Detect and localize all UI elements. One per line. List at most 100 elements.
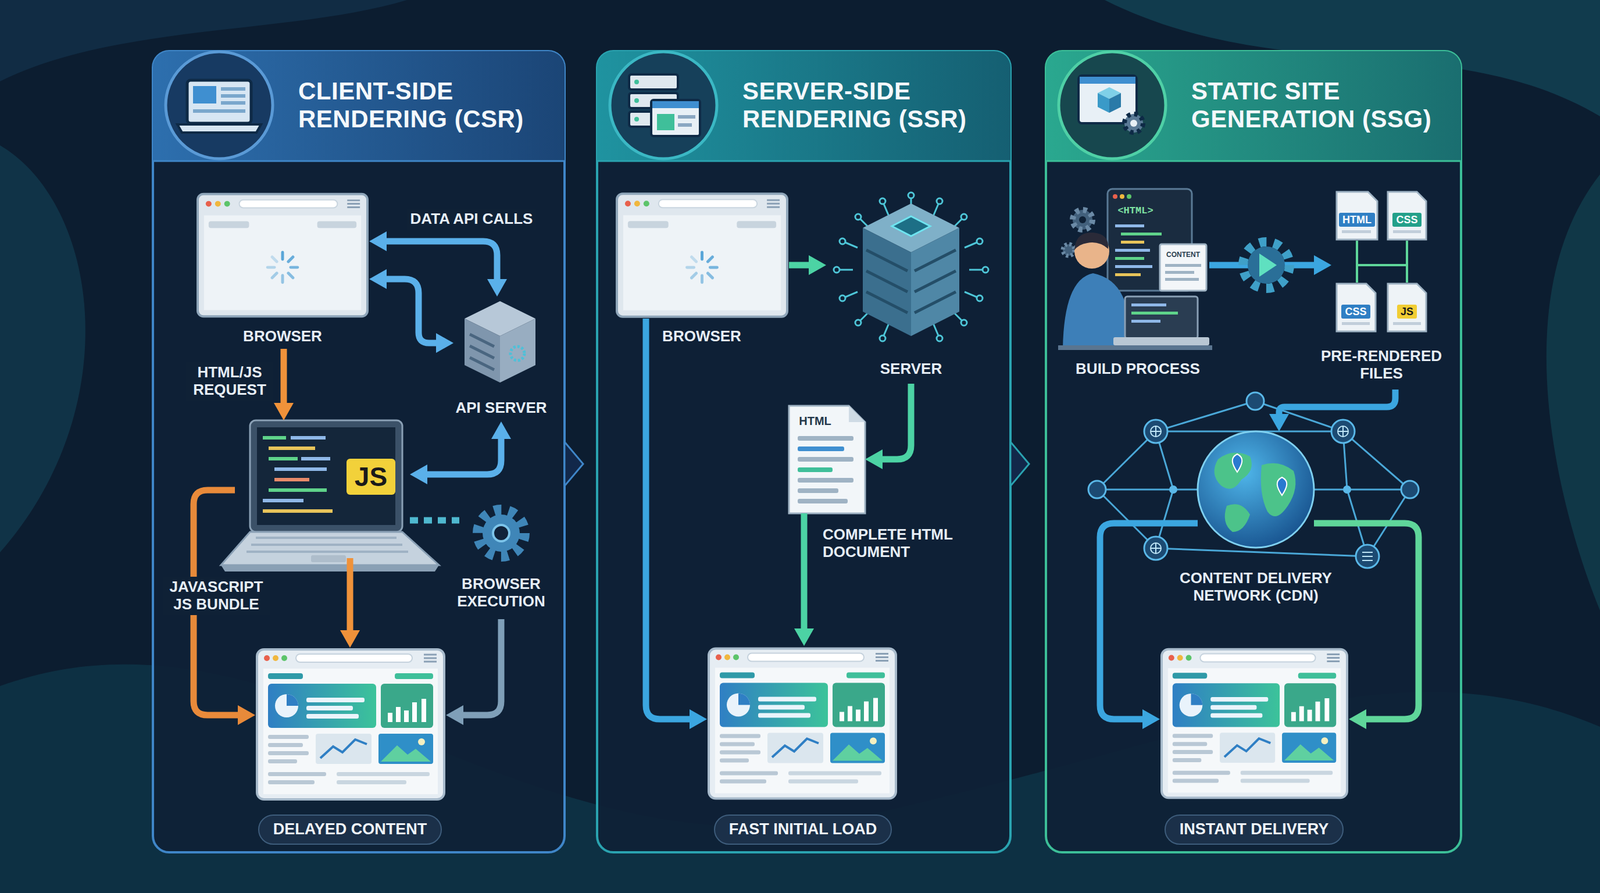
- csr-panel-frame: [152, 160, 565, 163]
- build-process-illustration: [1058, 188, 1213, 350]
- cdn-network: [1144, 536, 1168, 560]
- laptop-illustration: [220, 565, 439, 572]
- build-pipeline-gear: [1243, 241, 1290, 289]
- build-process-illustration: [1113, 337, 1210, 346]
- arrow-head: [409, 464, 428, 485]
- cdn-network: [1150, 426, 1162, 437]
- diagram-node: API SERVER: [453, 296, 550, 422]
- cdn-network: [1150, 426, 1162, 437]
- laptop-illustration: [220, 531, 439, 566]
- connector: [865, 383, 912, 470]
- cdn-network: [1337, 426, 1349, 437]
- result-pill: INSTANT DELIVERY: [1164, 814, 1345, 845]
- ssr-panel-frame: [651, 100, 700, 137]
- code-tag: <HTML>: [1117, 205, 1153, 216]
- cdn-network: [1197, 431, 1314, 548]
- build-process-illustration: [1115, 265, 1153, 269]
- html-document-icon: [788, 405, 866, 514]
- connector-line: [409, 517, 460, 524]
- panel-title: SERVER-SIDE RENDERING (SSR): [742, 77, 1005, 134]
- file-icons: [1336, 191, 1378, 240]
- laptop-illustration: [262, 498, 304, 503]
- edge-label: DATA API CALLS: [406, 208, 537, 230]
- doc-tag: HTML: [798, 415, 832, 427]
- csr-panel-frame: [220, 87, 246, 91]
- ssr-panel-frame: [634, 79, 639, 85]
- arrow-head: [808, 255, 827, 275]
- connector-line: [801, 513, 808, 632]
- node-label: BROWSER: [662, 327, 742, 346]
- laptop-illustration: [290, 436, 326, 440]
- ssr-server-icon: [908, 192, 914, 199]
- background-waves: [0, 145, 86, 553]
- panel-title: CLIENT-SIDE RENDERING (CSR): [298, 77, 560, 134]
- connector: [1100, 523, 1198, 730]
- html-document-icon: [797, 467, 833, 473]
- build-process-illustration: [1165, 270, 1195, 274]
- ssr-panel-frame: [677, 115, 696, 119]
- ssr-server-icon: [866, 250, 956, 313]
- ssr-server-icon: [976, 238, 983, 245]
- build-process-illustration: [1115, 224, 1145, 228]
- api-server-icon: [510, 346, 525, 361]
- file-badge: CSS: [1392, 212, 1421, 227]
- ssg-result-page: [1161, 649, 1348, 799]
- ssr-browser-window: [616, 193, 788, 317]
- cdn-network: [1331, 419, 1355, 444]
- ssr-panel-frame: [677, 123, 692, 127]
- ssg-panel-frame: [1109, 93, 1121, 113]
- csr-panel-frame: [187, 80, 252, 124]
- arrow-head: [1269, 413, 1289, 432]
- rendering-panel: STATIC SITE GENERATION (SSG)BUILD PROCES…: [1045, 51, 1462, 853]
- file-icons: [1393, 322, 1421, 325]
- arrow-head: [369, 231, 387, 252]
- cdn-network: [1362, 552, 1373, 561]
- ssr-server-icon: [961, 319, 967, 326]
- browser-execution-gear: [477, 509, 525, 557]
- api-server-icon: [464, 318, 500, 383]
- csr-panel-frame: [220, 101, 246, 105]
- ssg-panel-frame: [1058, 51, 1166, 159]
- panel-title: STATIC SITE GENERATION (SSG): [1191, 77, 1453, 134]
- html-document-icon: [797, 446, 845, 452]
- build-pipeline-gear: [1247, 246, 1285, 284]
- diagram-node: BROWSER: [195, 191, 370, 349]
- diagram-node: BROWSER: [615, 191, 789, 319]
- file-icons: [1356, 240, 1407, 283]
- csr-panel-frame: [152, 51, 584, 853]
- connector-line: [645, 318, 694, 720]
- cdn-network: [1225, 504, 1250, 532]
- laptop-illustration: [262, 509, 333, 513]
- ssr-server-icon: [891, 216, 931, 237]
- file-icons: [1336, 191, 1427, 332]
- ssg-result-page: [1161, 649, 1348, 799]
- ssr-server-icon: [839, 295, 846, 302]
- diagram-node: BROWSER EXECUTION: [459, 497, 544, 620]
- build-process-illustration: [1072, 209, 1093, 230]
- connector-line: [1100, 523, 1198, 720]
- browser-execution-gear: [477, 509, 525, 557]
- build-process-illustration: [1159, 244, 1207, 291]
- arrow-head: [794, 628, 814, 646]
- ssr-panel-frame: [597, 51, 1011, 162]
- ssr-server-icon: [855, 213, 862, 220]
- cdn-network: [1246, 392, 1264, 410]
- cdn-network: [1343, 485, 1352, 494]
- ssr-server-icon: [976, 295, 983, 302]
- build-process-illustration: [1131, 319, 1161, 323]
- cdn-network: [1214, 452, 1252, 489]
- build-process-illustration: [1125, 296, 1198, 339]
- cdn-network: [1144, 419, 1168, 444]
- build-process-illustration: [1131, 311, 1178, 315]
- cdn-network: [1232, 454, 1243, 473]
- ssg-panel-frame: [1045, 160, 1462, 163]
- connector-line: [423, 435, 502, 475]
- connector: [794, 513, 814, 646]
- arrow-head: [340, 630, 360, 648]
- ssg-panel-frame: [1097, 93, 1110, 113]
- ssr-server-icon: [855, 319, 862, 326]
- html-document-icon: [797, 456, 854, 462]
- build-process-illustration: [1115, 248, 1150, 252]
- connector: [409, 421, 512, 485]
